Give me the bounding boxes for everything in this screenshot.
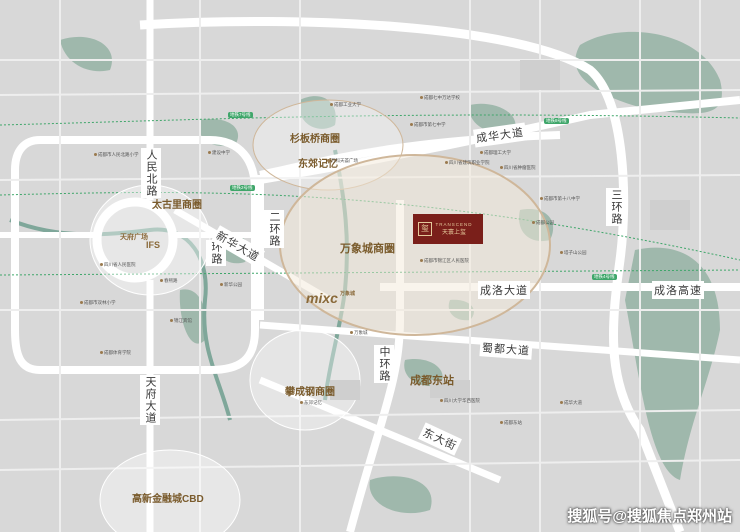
road-label-renmin-north: 人民北路 — [141, 148, 161, 198]
poi-label: 成都市人民北路小学 — [94, 152, 139, 158]
district-wanxiang: 万象城商圈 — [340, 243, 395, 255]
tianfu-roundabout — [92, 197, 178, 283]
first-ring-road — [11, 136, 259, 374]
poi-label: 万象城 — [350, 330, 368, 336]
district-chengdu-east: 成都东站 — [410, 375, 454, 387]
poi-label: 成华大道 — [560, 400, 582, 406]
poi-label: 锦江宾馆 — [170, 318, 192, 324]
mixc-logo: mixc — [306, 290, 338, 306]
poi-label: 四川省肿瘤医院 — [500, 165, 536, 171]
district-shanbanqiao: 杉板桥商圈 — [290, 134, 340, 145]
project-name-cn: 天寰上玺 — [441, 230, 466, 236]
poi-label: 成都七中万达学校 — [420, 95, 460, 101]
poi-label: 成都体育学院 — [100, 350, 131, 356]
green-area — [299, 96, 336, 129]
green-area — [404, 359, 443, 387]
poi-label: 成都工业大学 — [330, 102, 361, 108]
third-ring-road — [139, 16, 685, 532]
road-label-tianfu: 天府大道 — [140, 375, 160, 425]
poi-label: 成都公园 — [532, 220, 554, 226]
metro-badge: 地铁2号线 — [230, 185, 255, 191]
road-label-chenghao: 成洛大道 — [478, 281, 530, 299]
mixc-sub-label: 万象城 — [340, 291, 356, 297]
poi-label: 四川省人民医院 — [100, 262, 136, 268]
district-gaoxin: 高新金融城CBD — [132, 494, 204, 505]
green-area — [369, 476, 432, 514]
project-logo-icon: 玺 — [418, 222, 432, 236]
poi-label: 万科天荟广场 — [327, 158, 358, 164]
project-marker[interactable]: 玺 TRANSCEND 天寰上玺 — [413, 214, 483, 244]
poi-label: 成都东站 — [500, 420, 522, 426]
road-label-erhuan: 二环路 — [264, 210, 284, 248]
tianfu-square-label: 天府广场 — [120, 234, 148, 241]
metro-badge: 地铁8号线 — [544, 118, 569, 124]
poi-label: 成都市第十八中学 — [540, 196, 580, 202]
poi-label: 成都理工大学 — [480, 150, 511, 156]
project-name-en: TRANSCEND — [435, 222, 473, 227]
poi-label: 成都市第七中学 — [410, 122, 446, 128]
road-label-zhonghuan: 中环路 — [374, 345, 394, 383]
poi-label: 建设中学 — [208, 150, 230, 156]
district-taiguli: 太古里商圈 — [152, 200, 202, 211]
green-area — [625, 247, 720, 480]
poi-label: 塔子山公园 — [560, 250, 587, 256]
road-label-sanhuan: 三环路 — [606, 188, 626, 226]
city-blocks — [330, 60, 690, 400]
ifs-label: IFS — [146, 240, 161, 250]
poi-label: 四川省建筑职业学院 — [445, 160, 490, 166]
road-label-chengluo: 成洛高速 — [652, 281, 704, 299]
district-dongjiao: 东郊记忆 — [298, 159, 338, 170]
poi-label: 成都市双林小学 — [80, 300, 116, 306]
green-area — [575, 31, 722, 114]
poi-label: 四川大学华西医院 — [440, 398, 480, 404]
road-label-shudu: 蜀都大道 — [479, 338, 533, 360]
poi-label: 春熙路 — [160, 278, 178, 284]
gaoxin-circle — [99, 449, 241, 532]
district-panchengang: 攀成钢商圈 — [285, 387, 335, 398]
metro-badge: 地铁7号线 — [228, 112, 253, 118]
poi-label: 新华公园 — [220, 282, 242, 288]
metro-badge: 地铁4号线 — [592, 274, 617, 280]
watermark: 搜狐号@搜狐焦点郑州站 — [567, 508, 732, 525]
wanxiang-circle — [279, 154, 551, 336]
green-area — [60, 36, 112, 72]
poi-label: 东郊记忆 — [300, 400, 322, 406]
poi-label: 成都市锦江区人民医院 — [420, 258, 469, 264]
